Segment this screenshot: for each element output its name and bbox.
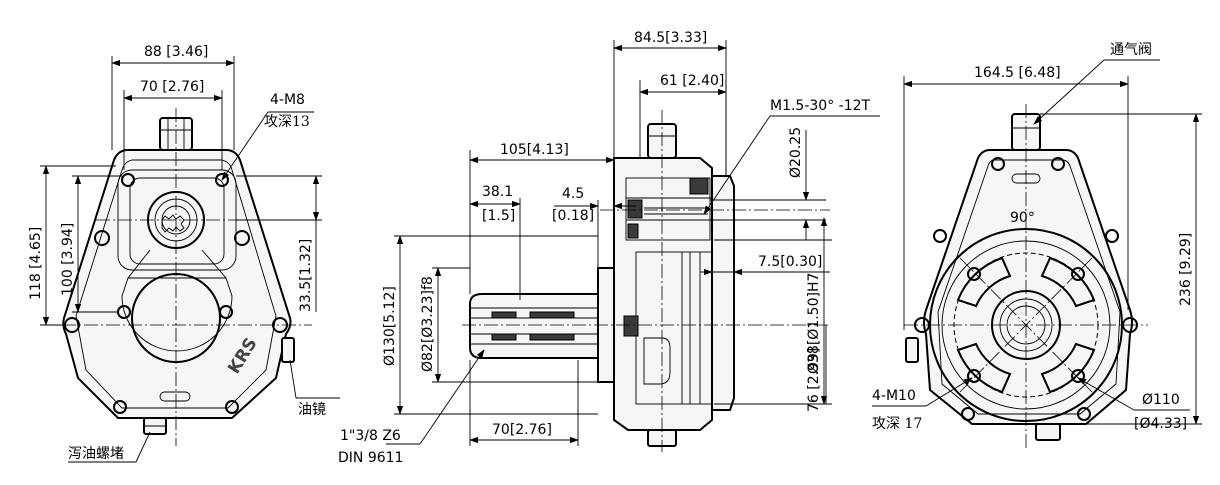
rear-bolt [933, 229, 947, 243]
rear-bolt [1077, 407, 1091, 421]
rear-sight-glass [905, 337, 919, 363]
rear-bolt [961, 407, 975, 421]
dim-side-top-total: 84.5[3.33] [634, 30, 707, 46]
dim-side-shaft-length: 105[4.13] [500, 142, 569, 158]
front-bolt [121, 173, 135, 187]
dim-front-right-offset: 33.5[1.32] [298, 239, 314, 312]
dim-side-center-height: 76 [2.99] [806, 348, 822, 412]
front-view: KRS 88 [3.46] 70 [2.76] 118 [4.65] 100 [… [28, 44, 340, 463]
dim-front-top-outer: 88 [3.46] [144, 44, 208, 60]
dim-side-bottom-length: 70[2.76] [492, 422, 552, 438]
callout-rear-thread: 4-M10 [872, 388, 916, 404]
callout-rear-vent: 通气阀 [1110, 42, 1152, 58]
callout-side-spline-spec: M1.5-30° -12T [770, 98, 871, 114]
front-housing [62, 149, 292, 419]
rear-bolt [1105, 229, 1119, 243]
front-bolt [225, 400, 239, 414]
callout-rear-pcd-in: [Ø4.33] [1134, 416, 1187, 432]
callout-front-thread-depth: 攻深13 [264, 114, 310, 130]
dim-front-top-inner: 70 [2.76] [140, 79, 204, 95]
callout-side-shaft-std: DIN 9611 [338, 450, 403, 466]
dim-front-height-outer: 118 [4.65] [28, 227, 44, 300]
rear-bolt [967, 369, 981, 383]
rear-angle: 90° [1010, 210, 1035, 226]
dim-side-shaft-dia: Ø82[Ø3.23]f8 [420, 276, 436, 372]
front-bolt [113, 400, 127, 414]
front-bolt [94, 230, 110, 246]
rear-bolt [1051, 157, 1065, 171]
side-input-shaft [469, 293, 599, 359]
front-bolt [219, 305, 233, 319]
front-bolt [234, 230, 250, 246]
callout-rear-pcd: Ø110 [1142, 392, 1180, 408]
side-view: 84.5[3.33] 61 [2.40] 105[4.13] 38.1 [1.5… [338, 30, 880, 466]
rear-view: 90° 164.5 [6.48] 236 [9.29] 通气阀 4-M10 攻深… [872, 42, 1202, 450]
dim-front-height-inner: 100 [3.94] [60, 223, 76, 296]
rear-bolt [1071, 267, 1085, 281]
rear-bolt [991, 157, 1005, 171]
side-main-housing [613, 157, 713, 431]
callout-rear-thread-depth: 攻深 17 [872, 416, 922, 432]
rear-bolt [967, 267, 981, 281]
dim-rear-width: 164.5 [6.48] [974, 65, 1061, 81]
callout-drain-plug: 泻油螺堵 [68, 446, 124, 462]
front-sight-glass [281, 337, 295, 363]
rear-drain [1035, 423, 1061, 441]
callout-sight-glass: 油镜 [298, 402, 326, 418]
dim-side-bore-dia: Ø20.25 [788, 127, 804, 178]
callout-side-shaft-spec: 1"3/8 Z6 [340, 428, 401, 444]
dim-side-spline-len-in: [1.5] [482, 208, 515, 224]
dim-rear-height: 236 [9.29] [1178, 233, 1194, 306]
side-rear-cover [711, 175, 735, 411]
dim-side-pilot-dia: Ø38[Ø1.50]H7 [806, 273, 822, 374]
dim-side-offset: 4.5 [562, 186, 584, 202]
dim-side-spline-len: 38.1 [482, 184, 513, 200]
dim-side-top-flange: 61 [2.40] [660, 73, 724, 89]
dim-side-pilot-step: 7.5[0.30] [758, 254, 822, 270]
dim-side-flange-dia: Ø130[5.12] [382, 286, 398, 366]
front-housing-inner [75, 159, 277, 409]
dim-side-offset-in: [0.18] [552, 208, 594, 224]
callout-front-thread: 4-M8 [270, 92, 305, 108]
